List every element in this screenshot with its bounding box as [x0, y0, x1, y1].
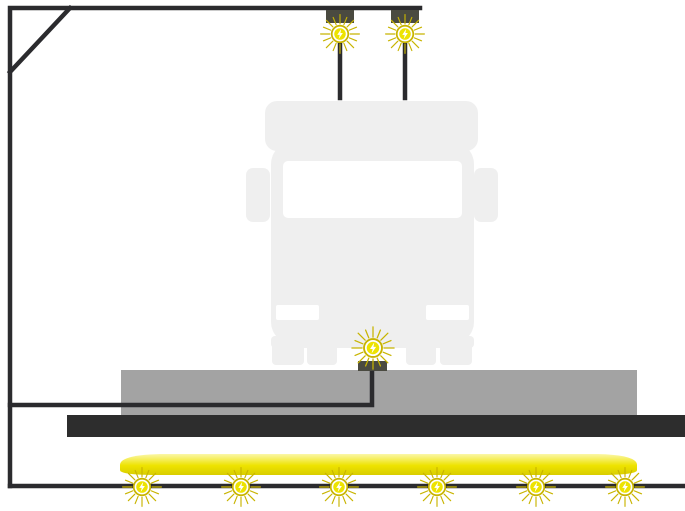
lightning-spark-icon	[121, 466, 163, 508]
truck-roof-fairing	[265, 101, 478, 151]
lightning-spark-icon	[220, 466, 262, 508]
truck-windshield	[283, 161, 462, 218]
frame-outline	[7, 5, 423, 489]
vehicle-cable	[7, 361, 375, 408]
truck-right-headlight	[426, 305, 469, 320]
lightning-spark-icon	[350, 325, 396, 371]
truck-right-mirror	[474, 168, 498, 222]
truck-right-wheel-inner	[406, 340, 436, 365]
lightning-spark-icon	[604, 466, 646, 508]
truck-silhouette	[246, 101, 498, 365]
truck-left-mirror	[246, 168, 270, 222]
lightning-spark-icon	[515, 466, 557, 508]
truck-right-wheel	[440, 340, 472, 365]
lightning-spark-icon	[319, 13, 361, 55]
platform	[121, 370, 637, 415]
truck-left-wheel-inner	[307, 340, 337, 365]
truck-left-wheel	[272, 340, 304, 365]
truck-left-headlight	[276, 305, 319, 320]
lightning-spark-icon	[416, 466, 458, 508]
charging-band	[120, 454, 637, 475]
lightning-spark-icon	[384, 13, 426, 55]
frame-corner-brace	[6, 4, 74, 76]
lightning-spark-icon	[318, 466, 360, 508]
road-surface	[67, 415, 685, 437]
